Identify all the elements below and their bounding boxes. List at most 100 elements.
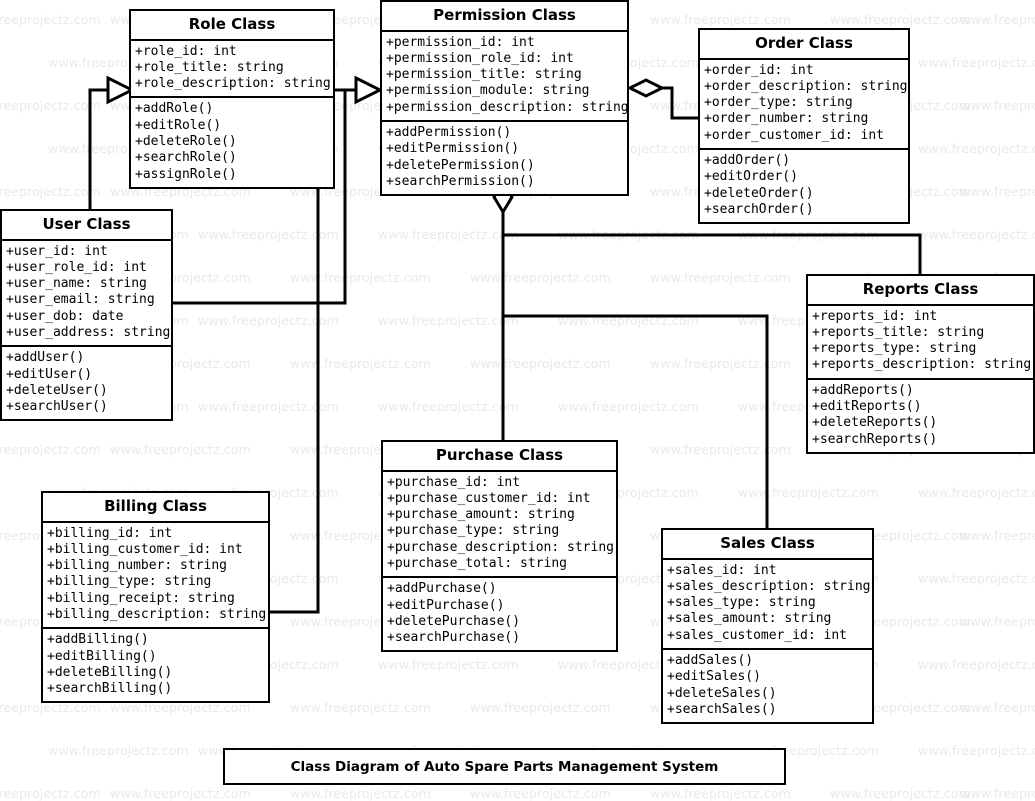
attribute-row: +permission_module: string	[386, 83, 590, 99]
attribute-row: +permission_id: int	[386, 34, 535, 50]
attributes-compartment-reports: +reports_id: int +reports_title: string …	[808, 306, 1033, 378]
watermark-text: www.freeprojectz.com	[378, 399, 519, 414]
watermark-text: www.freeprojectz.com	[470, 356, 611, 371]
class-separator	[700, 57, 908, 60]
watermark-text: www.freeprojectz.com	[48, 743, 189, 758]
relation-permission-trunk-aggregation	[492, 179, 514, 316]
method-row: +deleteSales()	[667, 685, 777, 701]
watermark-text: www.freeprojectz.com	[378, 227, 519, 242]
watermark-text: www.freeprojectz.com	[110, 786, 251, 801]
methods-compartment-role: +addRole() +editRole() +deleteRole() +se…	[131, 98, 333, 186]
method-row: +editOrder()	[704, 169, 798, 185]
attributes-compartment-role: +role_id: int +role_title: string +role_…	[131, 41, 333, 97]
method-row: +editUser()	[6, 366, 93, 382]
attribute-row: +user_name: string	[6, 276, 147, 292]
attribute-row: +purchase_total: string	[387, 555, 568, 571]
watermark-text: www.freeprojectz.com	[110, 442, 251, 457]
class-box-user[interactable]: User Class +user_id: int +user_role_id: …	[0, 209, 173, 422]
method-row: +deleteUser()	[6, 382, 108, 398]
attribute-row: +billing_description: string	[47, 606, 267, 622]
relation-permission-order-aggregation	[626, 78, 699, 120]
watermark-text: www.freeprojectz.com	[470, 786, 611, 801]
class-separator	[382, 29, 627, 32]
attributes-compartment-purchase: +purchase_id: int +purchase_customer_id:…	[383, 472, 616, 577]
attribute-row: +purchase_amount: string	[387, 507, 575, 523]
attribute-row: +billing_number: string	[47, 558, 228, 574]
watermark-text: www.freeprojectz.com	[0, 442, 101, 457]
watermark-text: www.freeprojectz.com	[918, 743, 1035, 758]
method-row: +addPurchase()	[387, 581, 497, 597]
watermark-text: www.freeprojectz.com	[558, 399, 699, 414]
watermark-text: www.freeprojectz.com	[558, 313, 699, 328]
watermark-text: www.freeprojectz.com	[290, 786, 431, 801]
watermark-text: www.freeprojectz.com	[470, 700, 611, 715]
class-separator	[383, 576, 616, 579]
class-separator	[663, 647, 872, 650]
class-box-role[interactable]: Role Class +role_id: int +role_title: st…	[129, 9, 335, 189]
attribute-row: +order_number: string	[704, 111, 869, 127]
diagram-caption-text: Class Diagram of Auto Spare Parts Manage…	[290, 758, 719, 775]
attribute-row: +sales_type: string	[667, 595, 816, 611]
class-separator	[2, 238, 171, 241]
attribute-row: +sales_description: string	[667, 578, 871, 594]
method-row: +searchPermission()	[386, 173, 535, 189]
class-separator	[383, 469, 616, 472]
class-separator	[2, 345, 171, 348]
class-title-sales: Sales Class	[720, 534, 815, 552]
class-separator	[382, 119, 627, 122]
class-box-permission[interactable]: Permission Class +permission_id: int +pe…	[380, 0, 629, 197]
watermark-text: www.freeprojectz.com	[918, 657, 1035, 672]
attributes-compartment-user: +user_id: int +user_role_id: int +user_n…	[2, 241, 171, 346]
method-row: +deletePermission()	[386, 157, 535, 173]
watermark-text: www.freeprojectz.com	[650, 270, 791, 285]
method-row: +deleteRole()	[135, 133, 237, 149]
attribute-row: +permission_role_id: int	[386, 50, 574, 66]
watermark-text: www.freeprojectz.com	[558, 227, 699, 242]
watermark-text: www.freeprojectz.com	[0, 12, 101, 27]
attribute-row: +sales_customer_id: int	[667, 627, 848, 643]
class-title-billing: Billing Class	[104, 497, 207, 515]
class-separator	[663, 557, 872, 560]
attribute-row: +order_type: string	[704, 95, 853, 111]
watermark-text: www.freeprojectz.com	[918, 571, 1035, 586]
method-row: +editReports()	[812, 398, 922, 414]
attribute-row: +user_email: string	[6, 292, 155, 308]
attribute-row: +reports_title: string	[812, 324, 985, 340]
method-row: +searchSales()	[667, 701, 777, 717]
methods-compartment-order: +addOrder() +editOrder() +deleteOrder() …	[700, 150, 908, 222]
attribute-row: +reports_type: string	[812, 341, 977, 357]
diagram-caption: Class Diagram of Auto Spare Parts Manage…	[223, 748, 786, 785]
method-row: +searchUser()	[6, 399, 108, 415]
relation-user-role-generalization	[88, 75, 136, 211]
watermark-text: www.freeprojectz.com	[960, 98, 1035, 113]
method-row: +addBilling()	[47, 632, 149, 648]
attribute-row: +billing_receipt: string	[47, 590, 235, 606]
class-title-reports: Reports Class	[862, 280, 979, 298]
class-box-order[interactable]: Order Class +order_id: int +order_descri…	[698, 28, 910, 225]
class-box-reports[interactable]: Reports Class +reports_id: int +reports_…	[806, 274, 1035, 454]
class-separator	[808, 303, 1033, 306]
attribute-row: +user_id: int	[6, 243, 108, 259]
watermark-text: www.freeprojectz.com	[960, 614, 1035, 629]
method-row: +addReports()	[812, 382, 914, 398]
attribute-row: +role_title: string	[135, 59, 284, 75]
attribute-row: +purchase_id: int	[387, 474, 521, 490]
class-box-sales[interactable]: Sales Class +sales_id: int +sales_descri…	[661, 528, 874, 725]
method-row: +deleteReports()	[812, 415, 938, 431]
attribute-row: +reports_description: string	[812, 357, 1032, 373]
watermark-text: www.freeprojectz.com	[960, 700, 1035, 715]
class-title-order: Order Class	[755, 34, 853, 52]
class-title-role: Role Class	[188, 15, 276, 33]
class-box-billing[interactable]: Billing Class +billing_id: int +billing_…	[41, 491, 270, 704]
class-separator	[131, 38, 333, 41]
watermark-text: www.freeprojectz.com	[0, 786, 101, 801]
attribute-row: +purchase_customer_id: int	[387, 490, 591, 506]
class-title-user: User Class	[42, 215, 131, 233]
method-row: +editRole()	[135, 117, 222, 133]
class-box-purchase[interactable]: Purchase Class +purchase_id: int +purcha…	[381, 440, 618, 653]
watermark-text: www.freeprojectz.com	[960, 184, 1035, 199]
watermark-text: www.freeprojectz.com	[470, 270, 611, 285]
method-row: +addUser()	[6, 350, 85, 366]
method-row: +editBilling()	[47, 648, 157, 664]
class-separator	[43, 520, 268, 523]
